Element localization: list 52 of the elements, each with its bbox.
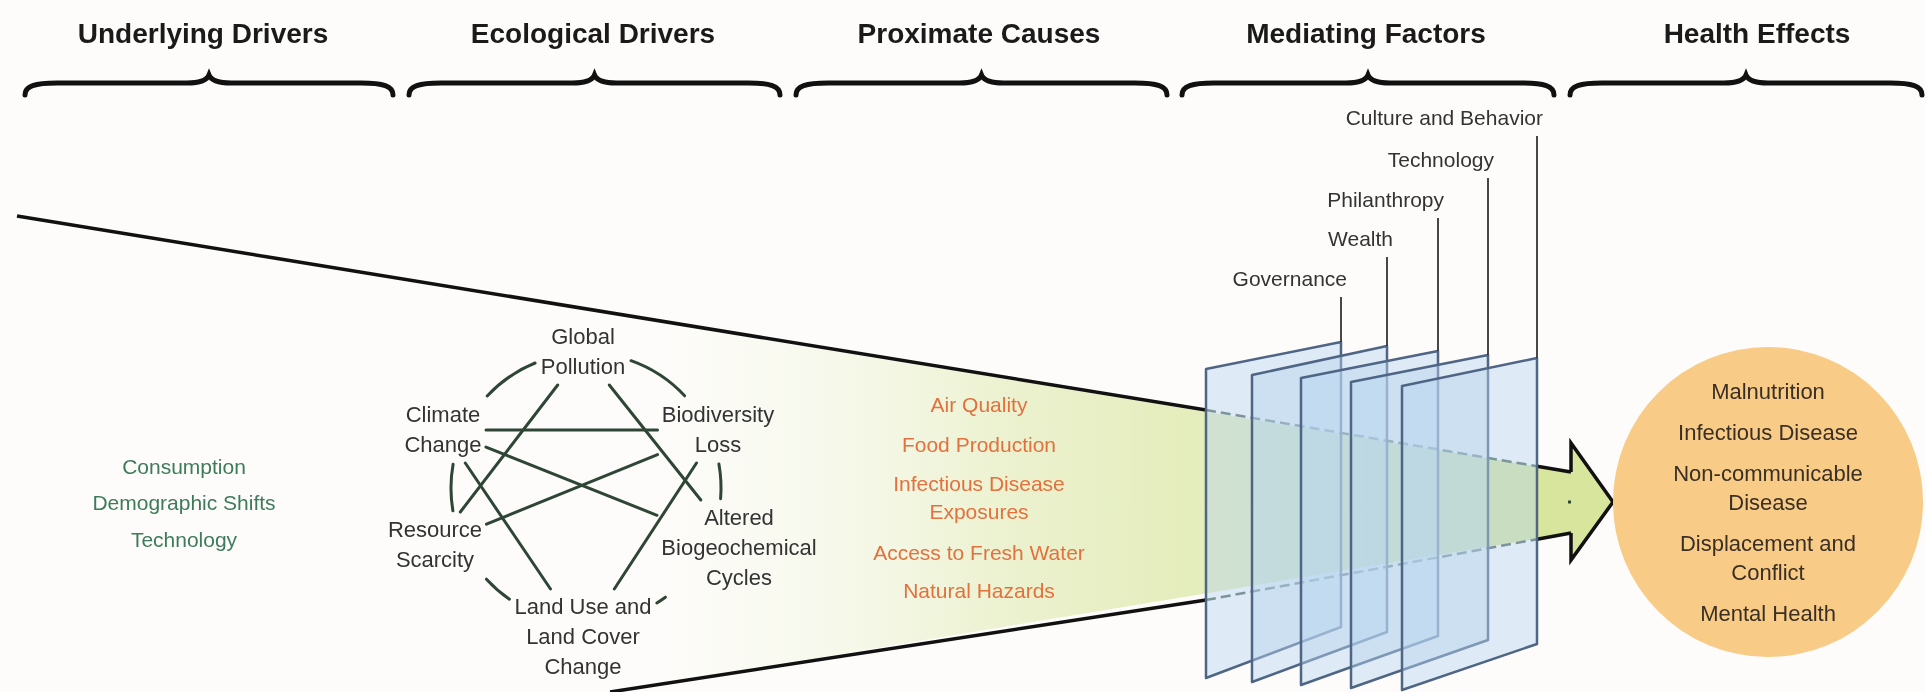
connector-line — [484, 445, 659, 517]
ecological-driver-text: Altered Biogeochemical Cycles — [660, 503, 818, 593]
connector-line — [484, 428, 659, 432]
column-heading: Underlying Drivers — [76, 17, 330, 51]
ecological-driver-text: Biodiversity Loss — [660, 400, 776, 460]
column-heading: Mediating Factors — [1245, 17, 1487, 51]
cause-text: Food Production — [900, 432, 1058, 458]
factor-label: Philanthropy — [1325, 186, 1444, 218]
leader-line — [1386, 256, 1388, 347]
health-effect-text: Non-communicable Disease — [1672, 459, 1864, 517]
cause-text: Air Quality — [929, 392, 1029, 418]
health-effect-text: Malnutrition — [1710, 377, 1826, 406]
leader-line — [1536, 135, 1538, 359]
leader-line — [1437, 217, 1439, 352]
cause-text: Natural Hazards — [902, 578, 1056, 604]
ecological-driver-text: Global Pollution — [539, 322, 627, 382]
cause-text: Infectious Disease Exposures — [892, 471, 1066, 525]
connector-arc — [485, 577, 511, 601]
connector-line — [607, 383, 703, 502]
connector-arc — [485, 361, 537, 398]
leader-line — [1340, 296, 1342, 343]
connector-line — [485, 453, 659, 526]
driver-text: Technology — [129, 527, 239, 553]
health-effect-text: Infectious Disease — [1677, 418, 1859, 447]
column-heading: Proximate Causes — [856, 17, 1102, 51]
translucent-plane — [1204, 340, 1343, 680]
driver-text: Demographic Shifts — [91, 490, 277, 516]
factor-label: Culture and Behavior — [1343, 104, 1543, 136]
connector-line — [463, 461, 552, 591]
translucent-plane — [1299, 349, 1440, 687]
ecological-driver-text: Resource Scarcity — [386, 515, 484, 575]
factor-label: Governance — [1230, 265, 1347, 297]
ecological-driver-text: Land Use and Land Cover Change — [513, 592, 653, 682]
connector-line — [458, 383, 560, 514]
factor-label: Technology — [1385, 146, 1494, 178]
health-effect-text: Displacement and Conflict — [1678, 529, 1858, 587]
translucent-plane — [1400, 356, 1539, 692]
translucent-plane — [1349, 353, 1490, 690]
column-heading: Ecological Drivers — [469, 17, 717, 51]
connector-line — [612, 461, 698, 591]
connector-arc — [717, 462, 723, 501]
factor-label: Wealth — [1326, 225, 1393, 257]
column-heading: Health Effects — [1662, 17, 1852, 51]
health-effect-text: Mental Health — [1699, 599, 1837, 628]
connector-arc — [449, 462, 455, 513]
connector-arc — [629, 359, 687, 398]
driver-text: Consumption — [121, 454, 247, 480]
ecological-driver-text: Climate Change — [403, 400, 483, 460]
connector-arc — [655, 595, 667, 605]
leader-line — [1487, 177, 1489, 356]
translucent-plane — [1250, 344, 1389, 684]
cause-text: Access to Fresh Water — [872, 540, 1086, 566]
